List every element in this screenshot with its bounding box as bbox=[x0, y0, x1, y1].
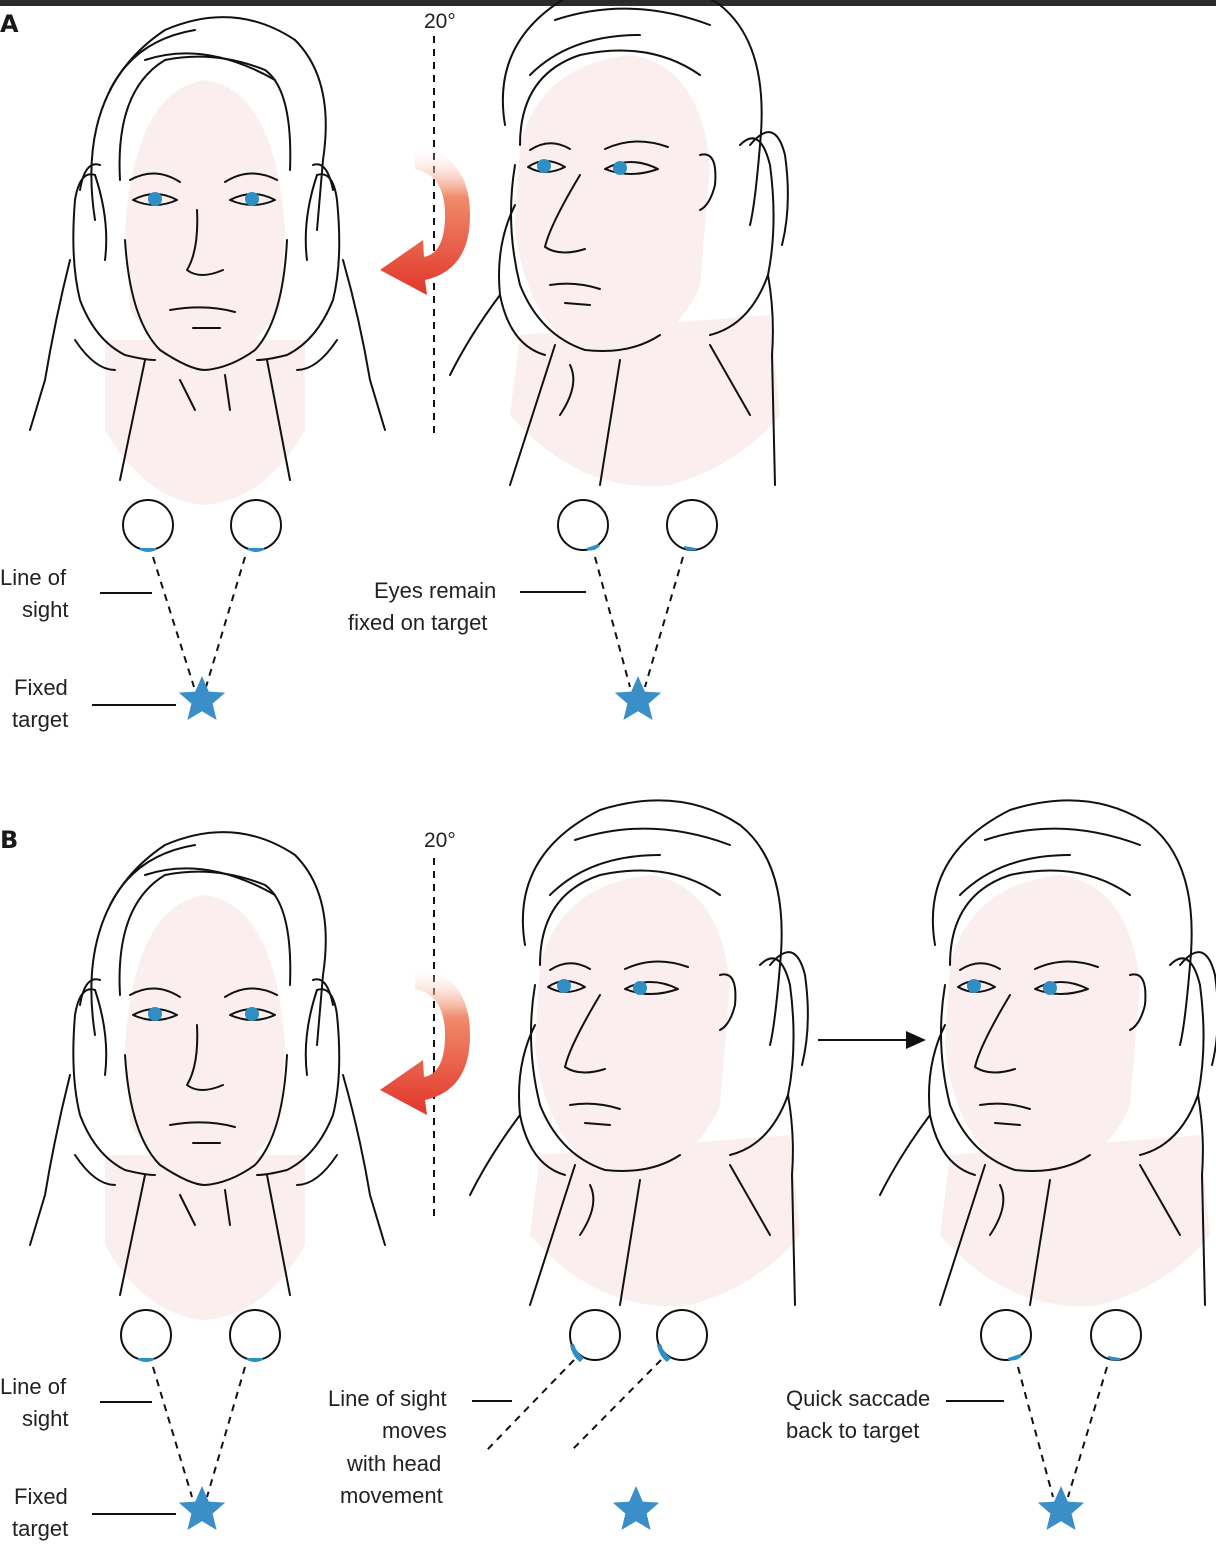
line-moves-label-4: movement bbox=[340, 1483, 443, 1508]
panel-a-letter: A bbox=[0, 10, 19, 38]
eye-pupil bbox=[247, 1358, 263, 1362]
head-turned-icon bbox=[879, 799, 1216, 1308]
eye-pupil bbox=[570, 1344, 584, 1362]
eye-pupil bbox=[684, 546, 696, 551]
star-target-icon bbox=[612, 1486, 660, 1530]
line-moves-label-2: moves bbox=[382, 1418, 447, 1443]
star-target-icon bbox=[614, 676, 662, 720]
fixed-target-label-a-1: Fixed bbox=[14, 675, 68, 700]
panel-b-letter: B bbox=[0, 826, 18, 854]
rotation-arrow-icon bbox=[380, 145, 470, 295]
head-front-icon bbox=[29, 16, 386, 506]
eye-icon bbox=[120, 1309, 172, 1361]
eyes-fixed-label-1: Eyes remain bbox=[374, 578, 496, 603]
eye-pupil bbox=[1108, 1356, 1120, 1361]
star-target-icon bbox=[178, 676, 226, 720]
eye-pupil bbox=[138, 1358, 154, 1362]
eyes-fixed-label-2: fixed on target bbox=[348, 610, 487, 635]
star-target-icon bbox=[178, 1486, 226, 1530]
fixed-target-label-b-1: Fixed bbox=[14, 1484, 68, 1509]
eyes-a-right bbox=[557, 499, 718, 688]
sight-line-left bbox=[486, 1359, 575, 1451]
eye-icon bbox=[230, 499, 282, 551]
angle-label-a: 20° bbox=[424, 10, 456, 33]
eyes-b-right bbox=[980, 1309, 1142, 1498]
star-target-icon bbox=[1037, 1486, 1085, 1530]
eye-pupil bbox=[587, 544, 600, 551]
sight-line-right bbox=[644, 556, 684, 688]
eye-icon bbox=[980, 1309, 1032, 1361]
eyes-a-left bbox=[122, 499, 282, 688]
saccade-label-2: back to target bbox=[786, 1418, 919, 1443]
line-of-sight-label-b-1: Line of bbox=[0, 1374, 67, 1399]
eye-icon bbox=[569, 1309, 621, 1361]
head-turned-icon bbox=[449, 0, 789, 488]
eye-icon bbox=[666, 499, 718, 551]
sight-line-left bbox=[1017, 1366, 1054, 1498]
rotation-arrow-icon bbox=[380, 965, 470, 1115]
eye-icon bbox=[229, 1309, 281, 1361]
sight-line-right bbox=[205, 556, 246, 688]
line-moves-label-3: with head bbox=[346, 1451, 441, 1476]
eye-pupil bbox=[140, 548, 156, 552]
line-moves-label-1: Line of sight bbox=[328, 1386, 447, 1411]
sight-line-left bbox=[152, 1366, 193, 1498]
fixed-target-label-b-2: target bbox=[12, 1516, 68, 1541]
saccade-label-1: Quick saccade bbox=[786, 1386, 930, 1411]
sight-line-left bbox=[152, 556, 195, 688]
line-of-sight-label-b-2: sight bbox=[22, 1406, 68, 1431]
sight-line-right bbox=[1067, 1366, 1108, 1498]
sight-line-left bbox=[594, 556, 631, 688]
eye-icon bbox=[656, 1309, 708, 1361]
sight-line-right bbox=[206, 1366, 246, 1498]
eye-pupil bbox=[657, 1344, 671, 1362]
head-front-icon bbox=[29, 831, 386, 1321]
eyes-b-middle bbox=[486, 1309, 708, 1451]
eye-icon bbox=[1090, 1309, 1142, 1361]
top-bar bbox=[0, 0, 1216, 6]
eye-icon bbox=[122, 499, 174, 551]
line-of-sight-label-a-1: Line of bbox=[0, 565, 67, 590]
eyes-b-left bbox=[120, 1309, 281, 1498]
right-arrow-icon bbox=[818, 1031, 926, 1049]
eye-pupil bbox=[1008, 1354, 1022, 1361]
head-turned-icon bbox=[469, 799, 809, 1308]
sight-line-right bbox=[571, 1359, 662, 1451]
eye-pupil bbox=[248, 548, 264, 552]
eye-icon bbox=[557, 499, 609, 551]
angle-label-b: 20° bbox=[424, 829, 456, 852]
fixed-target-label-a-2: target bbox=[12, 707, 68, 732]
line-of-sight-label-a-2: sight bbox=[22, 597, 68, 622]
